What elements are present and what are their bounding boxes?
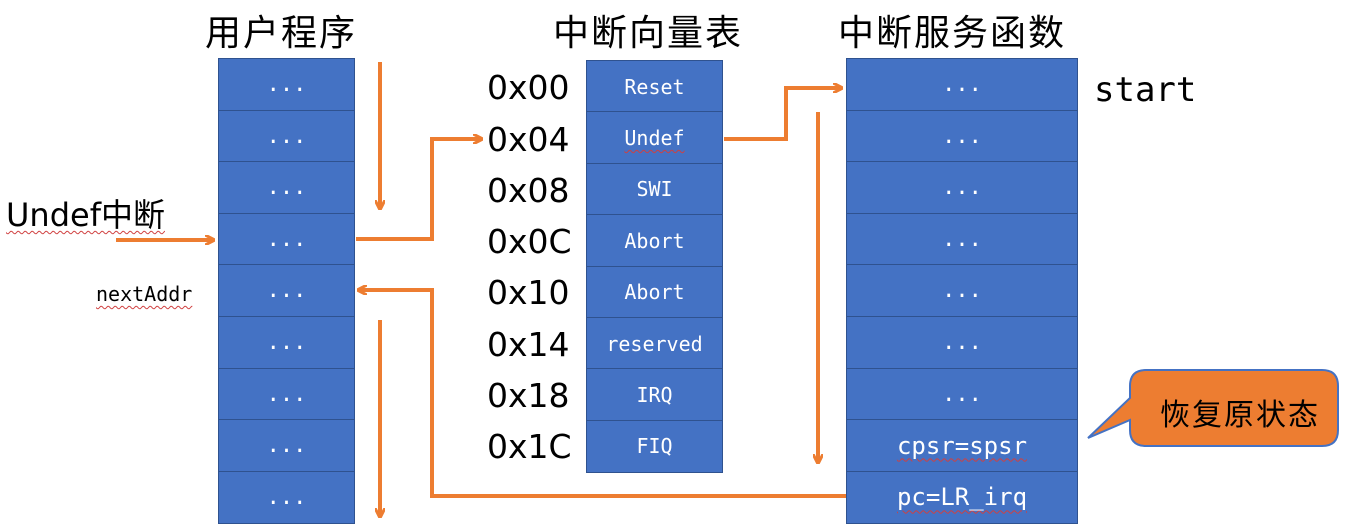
vector-entry-reserved: reserved (586, 317, 723, 370)
vector-address: 0x0C (487, 222, 572, 261)
user-cell-interrupted: ... (218, 212, 355, 266)
start-label: start (1094, 70, 1197, 110)
isr-cell: ... (846, 109, 1078, 163)
vector-address: 0x00 (487, 68, 570, 107)
isr-cell: ... (846, 212, 1078, 266)
jump-to-vector-arrow (356, 139, 481, 241)
next-addr-label: nextAddr (96, 282, 193, 306)
vector-table-column: Reset Undef SWI Abort Abort reserved IRQ… (586, 60, 723, 473)
vector-address: 0x14 (487, 325, 570, 364)
isr-cell-restore-cpsr: cpsr=spsr (846, 419, 1078, 473)
vector-address: 0x18 (487, 376, 570, 415)
undef-interrupt-label: Undef中断 (6, 196, 165, 234)
vector-entry-reset: Reset (586, 60, 723, 113)
isr-cell-restore-pc: pc=LR_irq (846, 470, 1078, 524)
vector-address: 0x08 (487, 171, 570, 210)
vector-address: 0x1C (487, 427, 572, 466)
callout-bubble (1087, 369, 1339, 447)
vector-entry-abort: Abort (586, 214, 723, 268)
vector-entry-abort: Abort (586, 265, 723, 319)
vector-entry-irq: IRQ (586, 368, 723, 422)
vector-entry-fiq: FIQ (586, 419, 723, 473)
isr-title: 中断服务函数 (838, 13, 1067, 54)
isr-cell: ... (846, 58, 1078, 111)
vector-address: 0x04 (487, 120, 570, 159)
user-cell: ... (218, 367, 355, 421)
vector-address: 0x10 (487, 273, 570, 312)
user-cell-next-addr: ... (218, 264, 355, 318)
user-program-column: ... ... ... ... ... ... ... ... ... (218, 58, 355, 524)
isr-cell: ... (846, 316, 1078, 369)
callout-text: 恢复原状态 (1160, 398, 1320, 433)
jump-to-isr-arrow (724, 88, 841, 141)
vector-entry-undef: Undef (586, 111, 723, 165)
user-program-title: 用户程序 (205, 13, 358, 54)
user-cell: ... (218, 470, 355, 524)
isr-column: ... ... ... ... ... ... ... cpsr=spsr pc… (846, 58, 1078, 524)
return-arrow (359, 290, 846, 498)
isr-cell: ... (846, 367, 1078, 421)
user-cell: ... (218, 161, 355, 215)
vector-table-title: 中断向量表 (553, 13, 744, 54)
